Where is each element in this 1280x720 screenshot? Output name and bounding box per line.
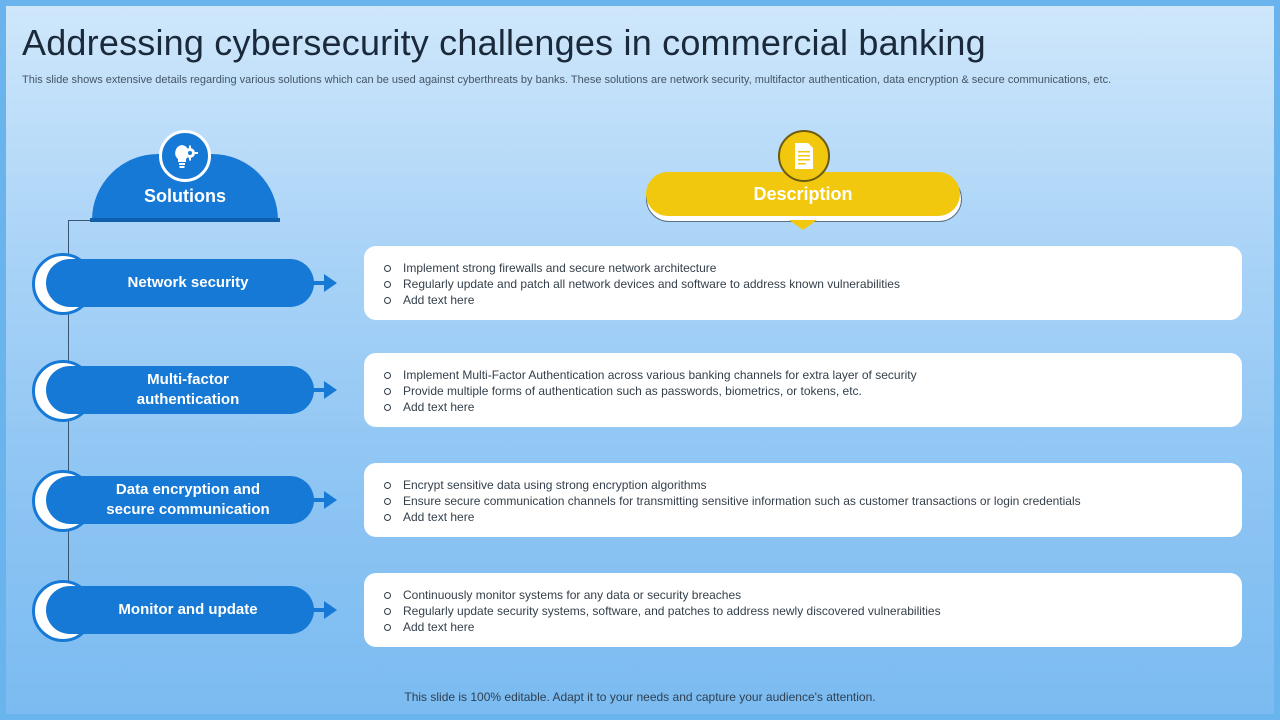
description-text: Encrypt sensitive data using strong encr… [403,478,707,492]
bulb-gear-icon [159,130,211,182]
description-header-label: Description [753,183,853,204]
arrow-right-icon [324,274,337,292]
connector-top [68,220,92,221]
solution-pill: Multi-factor authentication [46,366,314,414]
arrow-right-icon [324,491,337,509]
description-text: Regularly update security systems, softw… [403,604,941,618]
arrow-shaft [312,498,326,502]
description-card: Continuously monitor systems for any dat… [364,573,1242,647]
solution-row: Multi-factor authentication Implement Mu… [6,351,1274,431]
description-text: Add text here [403,293,475,307]
circle-bullet-icon [384,513,391,521]
list-item: Regularly update and patch all network d… [384,276,1222,292]
list-item: Add text here [384,509,1222,525]
list-item: Ensure secure communication channels for… [384,493,1222,509]
description-text: Implement strong firewalls and secure ne… [403,261,717,275]
solutions-header-label: Solutions [144,186,226,206]
solution-label: Monitor and update [118,601,258,618]
arrow-shaft [312,388,326,392]
arrow-right-icon [324,381,337,399]
description-text: Add text here [403,510,475,524]
list-item: Implement Multi-Factor Authentication ac… [384,367,1222,383]
solution-row: Data encryption and secure communication… [6,461,1274,541]
circle-bullet-icon [384,481,391,489]
list-item: Add text here [384,292,1222,308]
circle-bullet-icon [384,264,391,272]
solution-label: Network security [127,274,249,291]
description-text: Implement Multi-Factor Authentication ac… [403,368,917,382]
circle-bullet-icon [384,403,391,411]
description-text: Regularly update and patch all network d… [403,277,900,291]
circle-bullet-icon [384,497,391,505]
circle-bullet-icon [384,296,391,304]
page-title: Addressing cybersecurity challenges in c… [22,22,986,63]
arrow-shaft [312,608,326,612]
description-text: Continuously monitor systems for any dat… [403,588,742,602]
footer-note: This slide is 100% editable. Adapt it to… [404,690,876,704]
arrow-shaft [312,281,326,285]
description-text: Provide multiple forms of authentication… [403,384,862,398]
slide: Addressing cybersecurity challenges in c… [6,6,1274,714]
description-card: Encrypt sensitive data using strong encr… [364,463,1242,537]
solution-pill: Data encryption and secure communication [46,476,314,524]
description-text: Ensure secure communication channels for… [403,494,1081,508]
circle-bullet-icon [384,591,391,599]
solution-pill: Network security [46,259,314,307]
arrow-right-icon [324,601,337,619]
description-text: Add text here [403,400,475,414]
document-icon [778,130,830,182]
circle-bullet-icon [384,623,391,631]
description-card: Implement strong firewalls and secure ne… [364,246,1242,320]
circle-bullet-icon [384,280,391,288]
list-item: Continuously monitor systems for any dat… [384,587,1222,603]
circle-bullet-icon [384,371,391,379]
solution-row: Monitor and update Continuously monitor … [6,571,1274,651]
solution-row: Network security Implement strong firewa… [6,244,1274,324]
solution-label: Data encryption and secure communication [106,481,270,518]
list-item: Regularly update security systems, softw… [384,603,1222,619]
list-item: Add text here [384,399,1222,415]
list-item: Add text here [384,619,1222,635]
description-header-notch [789,220,817,230]
description-text: Add text here [403,620,475,634]
list-item: Implement strong firewalls and secure ne… [384,260,1222,276]
circle-bullet-icon [384,607,391,615]
solution-label: Multi-factor authentication [136,371,240,408]
solutions-header-base [90,218,280,222]
list-item: Encrypt sensitive data using strong encr… [384,477,1222,493]
circle-bullet-icon [384,387,391,395]
solution-pill: Monitor and update [46,586,314,634]
list-item: Provide multiple forms of authentication… [384,383,1222,399]
page-subtitle: This slide shows extensive details regar… [22,74,1112,86]
description-card: Implement Multi-Factor Authentication ac… [364,353,1242,427]
